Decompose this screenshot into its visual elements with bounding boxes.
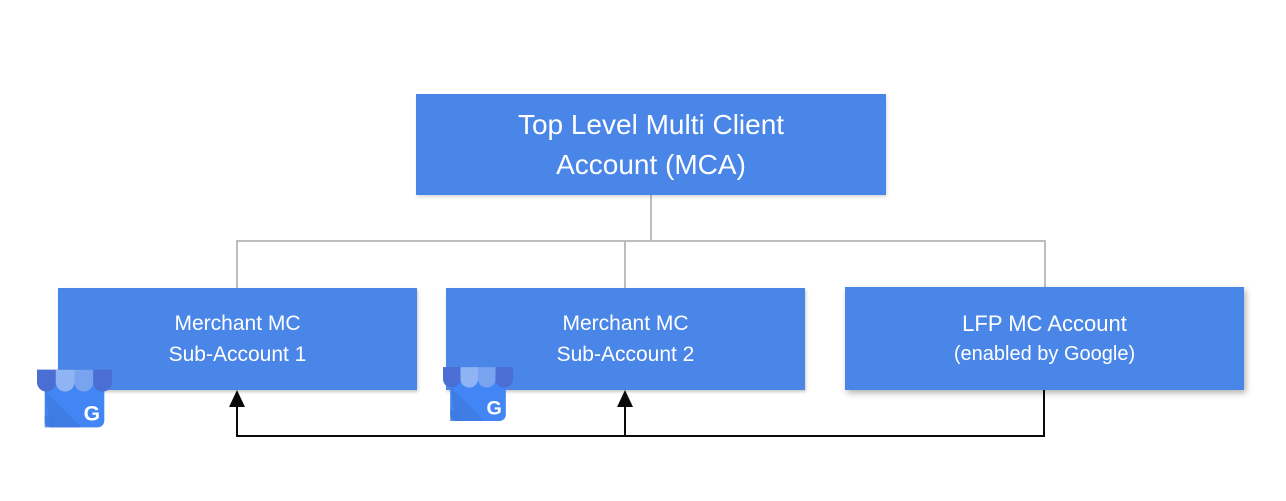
svg-text:G: G [486,398,501,420]
google-my-business-icon: G [37,369,112,428]
node-lfp-mc-account: LFP MC Account (enabled by Google) [845,287,1244,390]
node-sub1-line1: Merchant MC [174,312,301,335]
node-mca-line1: Top Level Multi Client [517,108,785,140]
feed-line-lfp-down [1043,390,1045,437]
node-merchant-sub-account-2: Merchant MC Sub-Account 2 [446,288,805,390]
google-my-business-icon: G [443,367,513,422]
node-sub1-line2: Sub-Account 1 [168,343,307,366]
node-lfp-line2: (enabled by Google) [953,342,1136,365]
connector-drop-sub2 [624,240,626,288]
node-merchant-sub-account-1: Merchant MC Sub-Account 1 [58,288,417,390]
node-mca-line2: Account (MCA) [556,148,746,180]
node-sub2-line1: Merchant MC [562,312,689,335]
svg-text:G: G [84,403,100,426]
arrowhead-sub2-icon [617,390,633,407]
connector-horizontal [236,240,1046,242]
feed-line-up-sub1 [236,405,238,436]
node-mca: Top Level Multi Client Account (MCA) [416,94,886,195]
connector-mca-down [650,195,652,241]
feed-line-up-sub2 [624,405,626,436]
node-lfp-line1: LFP MC Account [962,310,1127,336]
feed-line-horizontal [236,435,1045,437]
node-sub2-line2: Sub-Account 2 [556,343,695,366]
connector-drop-sub1 [236,240,238,288]
connector-drop-lfp [1044,240,1046,287]
arrowhead-sub1-icon [229,390,245,407]
